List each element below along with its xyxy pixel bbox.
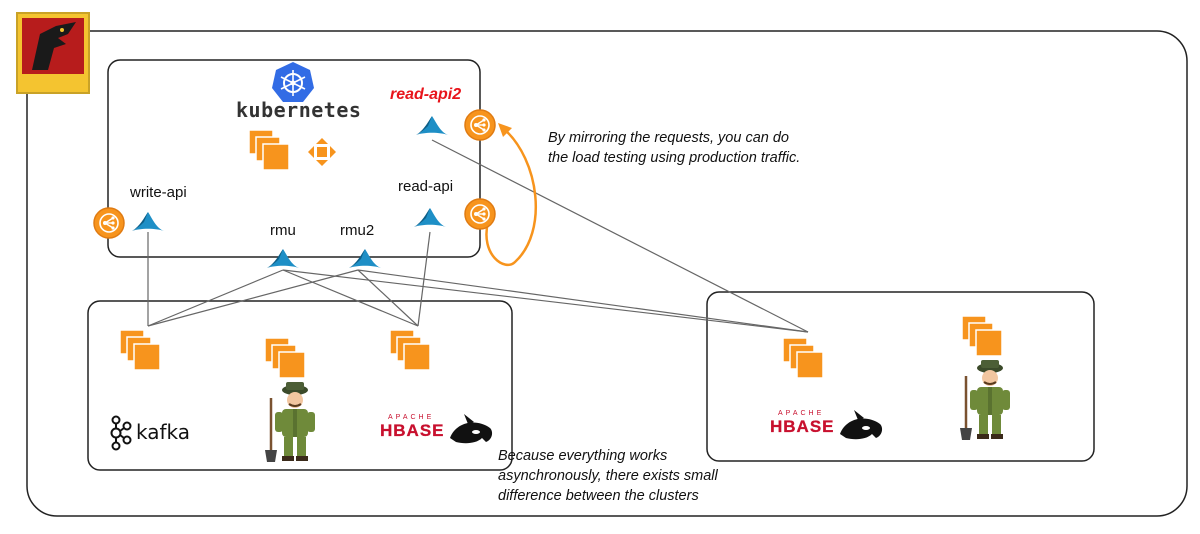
connection-lines bbox=[147, 139, 809, 333]
kubernetes-label: kubernetes bbox=[236, 98, 362, 122]
primary-cluster-box bbox=[87, 300, 513, 471]
read-api-label: read-api bbox=[398, 178, 454, 195]
mirroring-note-line-1: By mirroring the requests, you can do bbox=[548, 130, 789, 146]
rmu-label: rmu bbox=[270, 222, 296, 239]
read-api2-label: read-api2 bbox=[390, 86, 462, 103]
mirror-arrow bbox=[485, 127, 537, 267]
write-api-label: write-api bbox=[130, 184, 187, 201]
async-note-line-3: difference between the clusters bbox=[498, 488, 699, 504]
mirror-cluster-box bbox=[706, 291, 1095, 462]
mirror-hbase-logo-small-text: APACHE bbox=[778, 410, 825, 417]
rmu2-label: rmu2 bbox=[340, 222, 375, 239]
mirroring-note-line-2: the load testing using production traffi… bbox=[548, 150, 801, 166]
hbase-logo-left: APACHE HBASE bbox=[380, 414, 500, 450]
hbase-logo-big-text: HBASE bbox=[380, 421, 445, 440]
hbase-logo-right: APACHE HBASE bbox=[770, 410, 890, 446]
async-note-line-1: Because everything works bbox=[498, 448, 668, 464]
async-note: Because everything works asynchronously,… bbox=[498, 446, 718, 506]
mirror-hbase-logo-big-text: HBASE bbox=[770, 417, 835, 436]
orca-icon bbox=[450, 414, 493, 444]
kafka-label: kafka bbox=[136, 420, 191, 444]
async-note-line-2: asynchronously, there exists small bbox=[498, 468, 718, 484]
mirror-arrow-head bbox=[498, 123, 512, 137]
falcon-logo: FALCON bbox=[16, 12, 90, 94]
falcon-logo-text: FALCON bbox=[26, 76, 63, 87]
mirror-orca-icon bbox=[840, 410, 883, 440]
hbase-logo-small-text: APACHE bbox=[388, 414, 435, 421]
mirroring-note: By mirroring the requests, you can do th… bbox=[548, 128, 800, 168]
outer-frame bbox=[26, 30, 1188, 517]
